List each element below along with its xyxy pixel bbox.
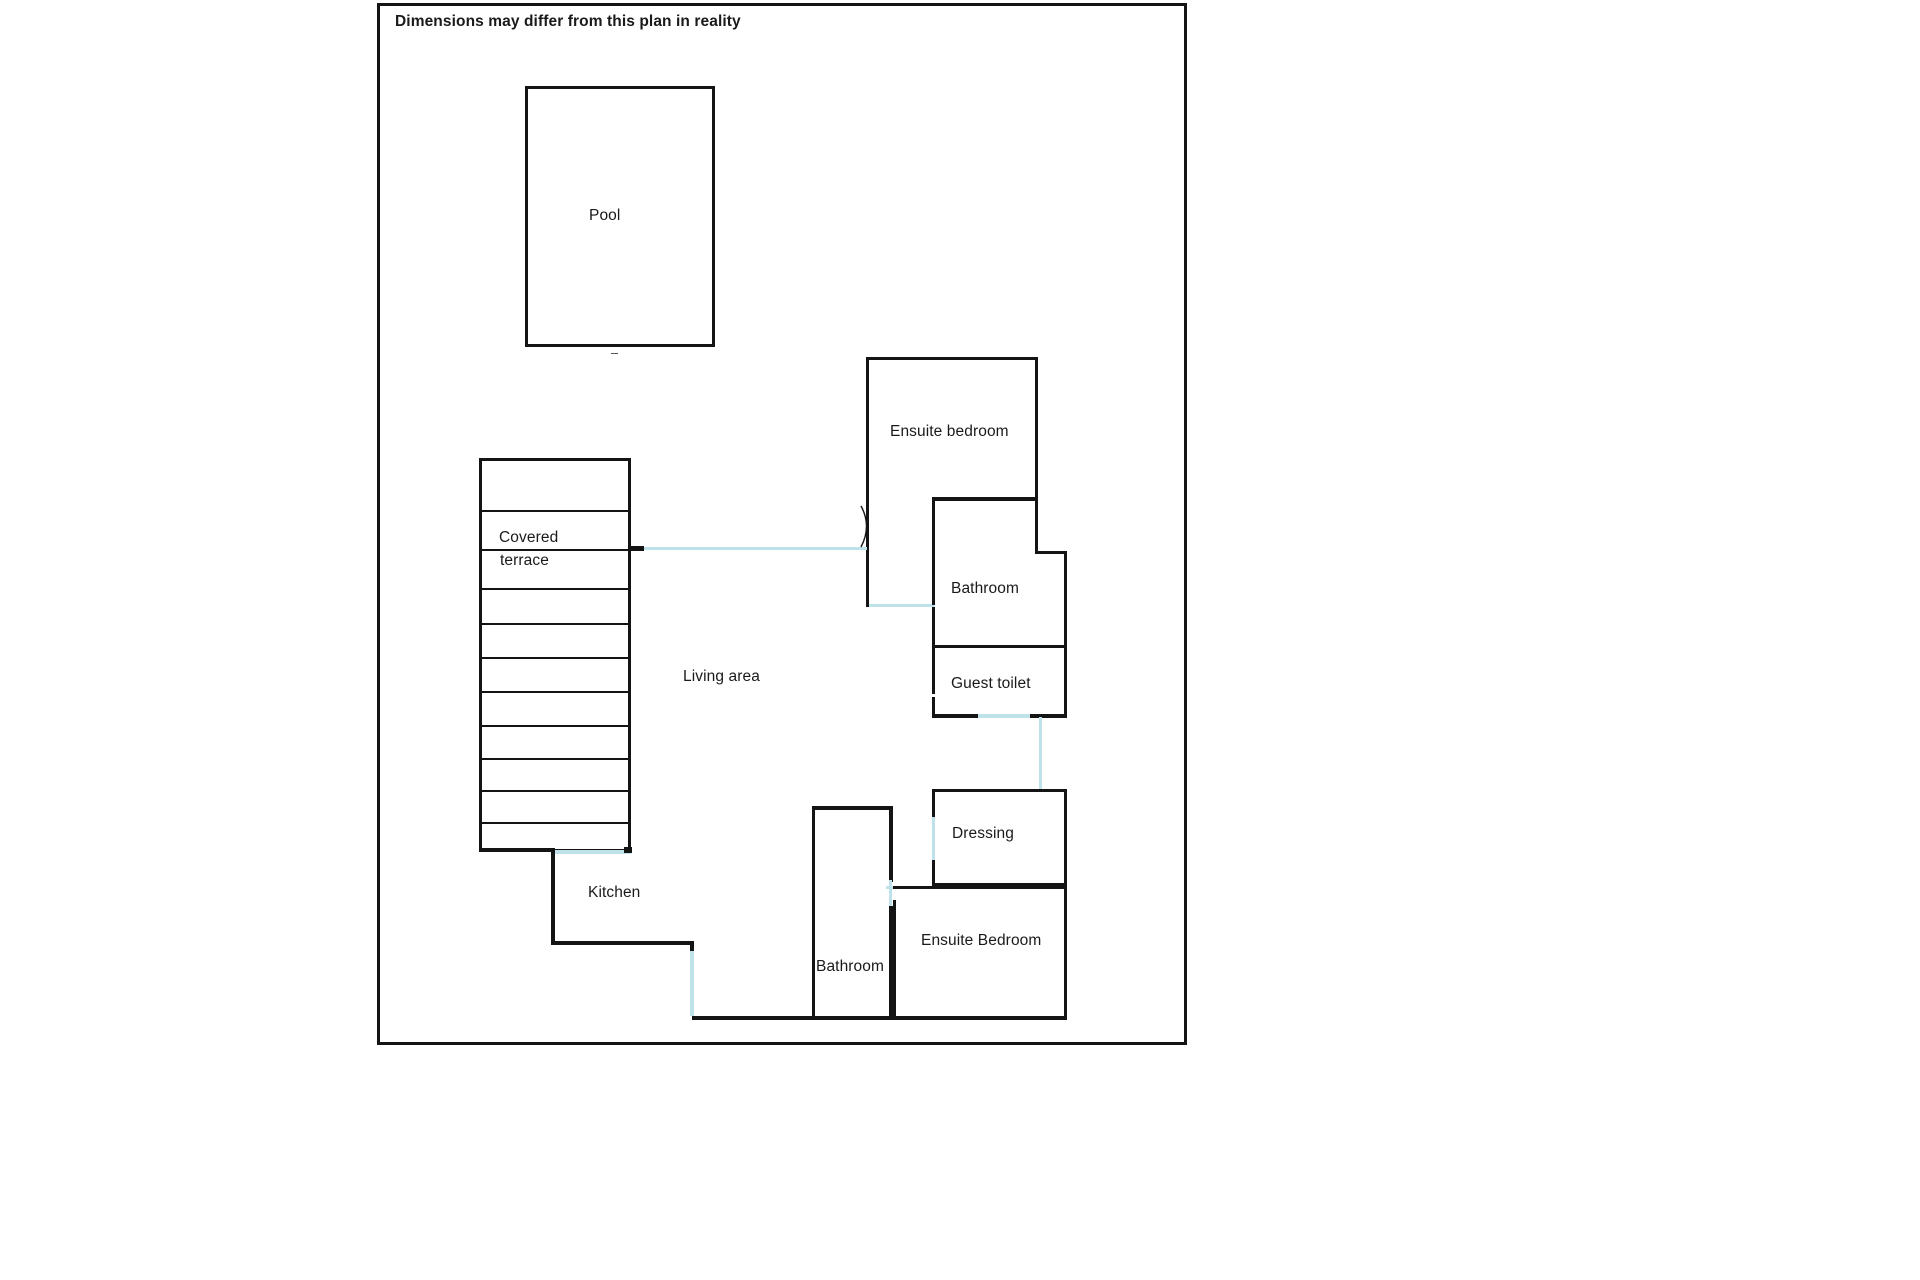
room-label-bathroom-upper: Bathroom [951,580,1019,597]
wall-kitchen-southeast-corner [690,941,694,953]
room-label-pool: Pool [589,207,621,224]
door-corridor-to-dressing[interactable] [1039,717,1042,791]
terrace-slat-4 [481,623,629,625]
wall-bathroom-upper-west-a [932,497,935,605]
plan-sheet-border [377,3,1187,1045]
wall-kitchen-south [551,941,694,945]
wall-ensuite-bottom-south [893,1016,1067,1020]
wall-dressing-north [932,789,1067,792]
wall-bathroom-lower-east-b [889,906,893,1019]
wall-bathroom-lower-east-a [889,806,893,882]
wall-bathroom-upper-east [1064,551,1067,718]
door-kitchen-south-corridor[interactable] [690,951,694,1016]
door-swing-arc-ensuite-top [860,505,868,548]
room-label-covered-terrace-line2: terrace [500,552,549,569]
wall-dressing-east [1064,789,1067,885]
wall-bathroom-lower-west [812,806,815,1019]
terrace-slat-1 [481,510,629,512]
wall-dressing-south [932,883,1067,886]
room-label-guest-toilet: Guest toilet [951,675,1031,692]
wall-bathroom-upper-south [932,645,1067,648]
room-covered-terrace-outline [479,458,631,852]
wall-guest-toilet-south-right [1028,714,1067,718]
door-ensuite-top-to-bathroom[interactable] [869,604,935,607]
door-living-to-ensuite-top[interactable] [641,547,867,550]
wall-kitchen-west [551,851,555,945]
room-label-dressing: Dressing [952,825,1014,842]
wall-bathroom-upper-north [932,497,1038,501]
terrace-slat-7 [481,725,629,727]
pool-tick-mark [611,353,618,354]
wall-south-exterior-left [692,1016,814,1020]
room-label-covered-terrace-line1: Covered [499,529,559,546]
wall-bathroom-lower-north [812,806,893,810]
wall-guest-toilet-west-b [932,697,935,717]
terrace-slat-9 [481,790,629,792]
room-label-ensuite-bedroom-bottom: Ensuite Bedroom [921,932,1042,949]
room-label-kitchen: Kitchen [588,884,641,901]
door-dressing-west[interactable] [932,817,935,860]
wall-bathroom-upper-northeast [1035,497,1038,553]
terrace-slat-8 [481,758,629,760]
room-label-living-area: Living area [683,668,760,685]
room-pool-outline [525,86,715,347]
wall-guest-toilet-west-a [932,648,935,694]
wall-ensuite-bottom-west [893,900,896,1019]
room-label-bathroom-lower: Bathroom [816,958,884,975]
wall-dressing-west-b [932,858,935,886]
wall-guest-toilet-south-left [932,714,980,718]
terrace-slat-10 [481,822,629,824]
wall-ensuite-top-west [866,357,869,607]
door-bathroom-lower-east[interactable] [889,880,892,910]
wall-ensuite-top-north [866,357,1038,360]
terrace-slat-6 [481,691,629,693]
door-kitchen-to-terrace[interactable] [555,850,631,854]
wall-bathroom-lower-south [812,1016,893,1020]
wall-bathroom-upper-west-b [932,607,935,647]
wall-ensuite-bottom-east [1064,886,1067,1019]
page-title: Dimensions may differ from this plan in … [395,13,741,30]
wall-dressing-west-a [932,789,935,819]
room-label-ensuite-bedroom-top: Ensuite bedroom [890,423,1009,440]
wall-ensuite-bottom-north [893,886,1067,889]
wall-ensuite-top-east [1035,357,1038,499]
terrace-slat-3 [481,588,629,590]
terrace-slat-5 [481,657,629,659]
wall-bathroom-upper-notch [1035,551,1067,554]
door-guest-toilet-south[interactable] [978,714,1030,718]
wall-stub-terrace-east [630,546,644,551]
wall-stub-terrace-southeast [624,847,632,853]
wall-terrace-south [479,848,555,852]
terrace-slat-2 [481,549,629,551]
